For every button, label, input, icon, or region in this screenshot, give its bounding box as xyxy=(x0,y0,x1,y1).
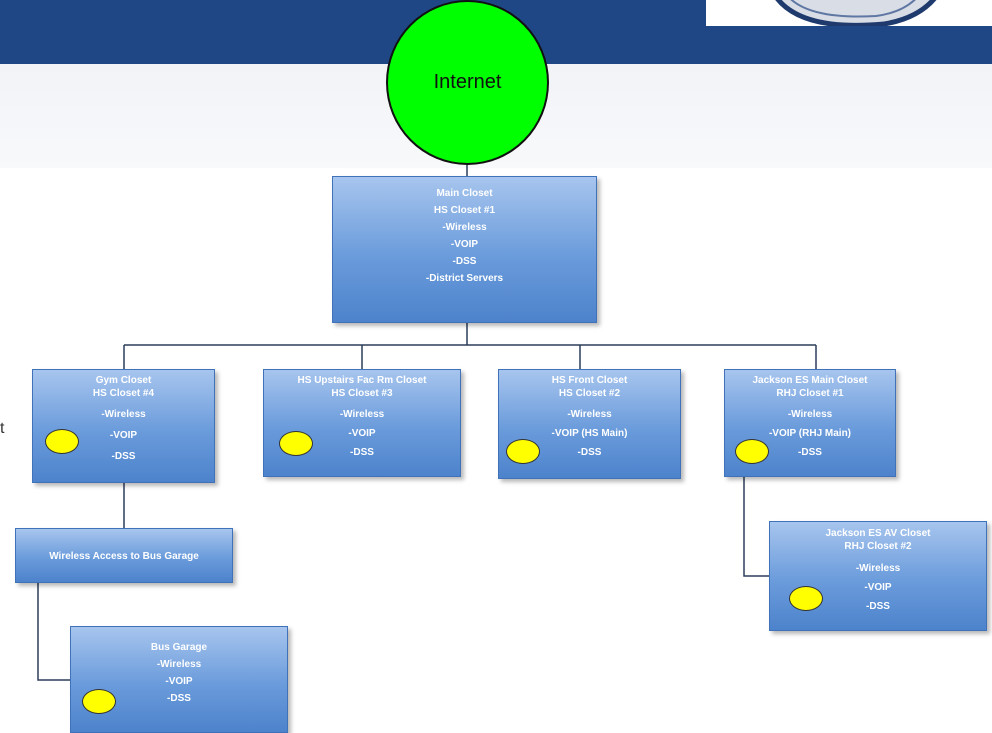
gym-closet-box: Gym Closet HS Closet #4 -Wireless -VOIP … xyxy=(32,369,215,483)
status-marker xyxy=(45,429,79,454)
status-marker xyxy=(279,431,313,456)
box-line: Jackson ES Main Closet xyxy=(752,375,868,386)
box-line: HS Closet #3 xyxy=(331,388,393,399)
hs-upstairs-closet-box: HS Upstairs Fac Rm Closet HS Closet #3 -… xyxy=(263,369,461,477)
box-line: -Wireless xyxy=(855,563,901,574)
box-line: HS Upstairs Fac Rm Closet xyxy=(297,375,427,386)
box-line: RHJ Closet #1 xyxy=(776,388,844,399)
box-line: -DSS xyxy=(866,601,890,612)
box-line: -Wireless xyxy=(156,659,202,670)
box-line: -VOIP (RHJ Main) xyxy=(768,428,852,439)
box-line: -District Servers xyxy=(425,273,504,284)
box-line: -Wireless xyxy=(442,222,487,233)
box-line: -Wireless xyxy=(339,409,385,420)
internet-node: Internet xyxy=(386,0,549,165)
internet-label: Internet xyxy=(433,71,502,93)
status-marker xyxy=(506,439,540,464)
box-line: -Wireless xyxy=(101,409,146,420)
box-line: -VOIP xyxy=(450,239,479,250)
box-line: -VOIP xyxy=(165,676,193,687)
jackson-es-av-closet-box: Jackson ES AV Closet RHJ Closet #2 -Wire… xyxy=(769,521,987,631)
box-line: RHJ Closet #2 xyxy=(844,541,912,552)
box-line: -DSS xyxy=(577,447,602,458)
main-closet-box: Main Closet HS Closet #1 -Wireless -VOIP… xyxy=(332,176,597,323)
box-line: -VOIP xyxy=(348,428,376,439)
box-line: -DSS xyxy=(798,447,822,458)
box-line: -DSS xyxy=(167,693,191,704)
box-line: -VOIP (HS Main) xyxy=(551,428,628,439)
box-line: -DSS xyxy=(350,447,374,458)
wireless-access-box: Wireless Access to Bus Garage xyxy=(15,528,233,583)
box-line: HS Front Closet xyxy=(551,375,628,386)
status-marker xyxy=(735,439,769,464)
box-line: -VOIP xyxy=(864,582,892,593)
box-line: -Wireless xyxy=(567,409,612,420)
jackson-es-main-closet-box: Jackson ES Main Closet RHJ Closet #1 -Wi… xyxy=(724,369,896,477)
box-line: -DSS xyxy=(452,256,477,267)
hs-front-closet-box: HS Front Closet HS Closet #2 -Wireless -… xyxy=(498,369,681,479)
logo xyxy=(706,0,992,26)
box-line: Wireless Access to Bus Garage xyxy=(49,551,199,562)
box-line: Main Closet xyxy=(436,188,493,199)
box-line: -DSS xyxy=(111,451,136,462)
box-line: Jackson ES AV Closet xyxy=(825,528,931,539)
edge-text-fragment: t xyxy=(0,420,5,437)
bus-garage-box: Bus Garage -Wireless -VOIP -DSS xyxy=(70,626,288,733)
box-line: HS Closet #4 xyxy=(92,388,155,399)
status-marker xyxy=(789,586,823,611)
box-line: -Wireless xyxy=(787,409,833,420)
box-line: Gym Closet xyxy=(95,375,152,386)
status-marker xyxy=(82,689,116,714)
box-line: -VOIP xyxy=(109,430,138,441)
box-line: HS Closet #1 xyxy=(433,205,496,216)
box-line: HS Closet #2 xyxy=(558,388,621,399)
box-line: Bus Garage xyxy=(150,642,208,653)
